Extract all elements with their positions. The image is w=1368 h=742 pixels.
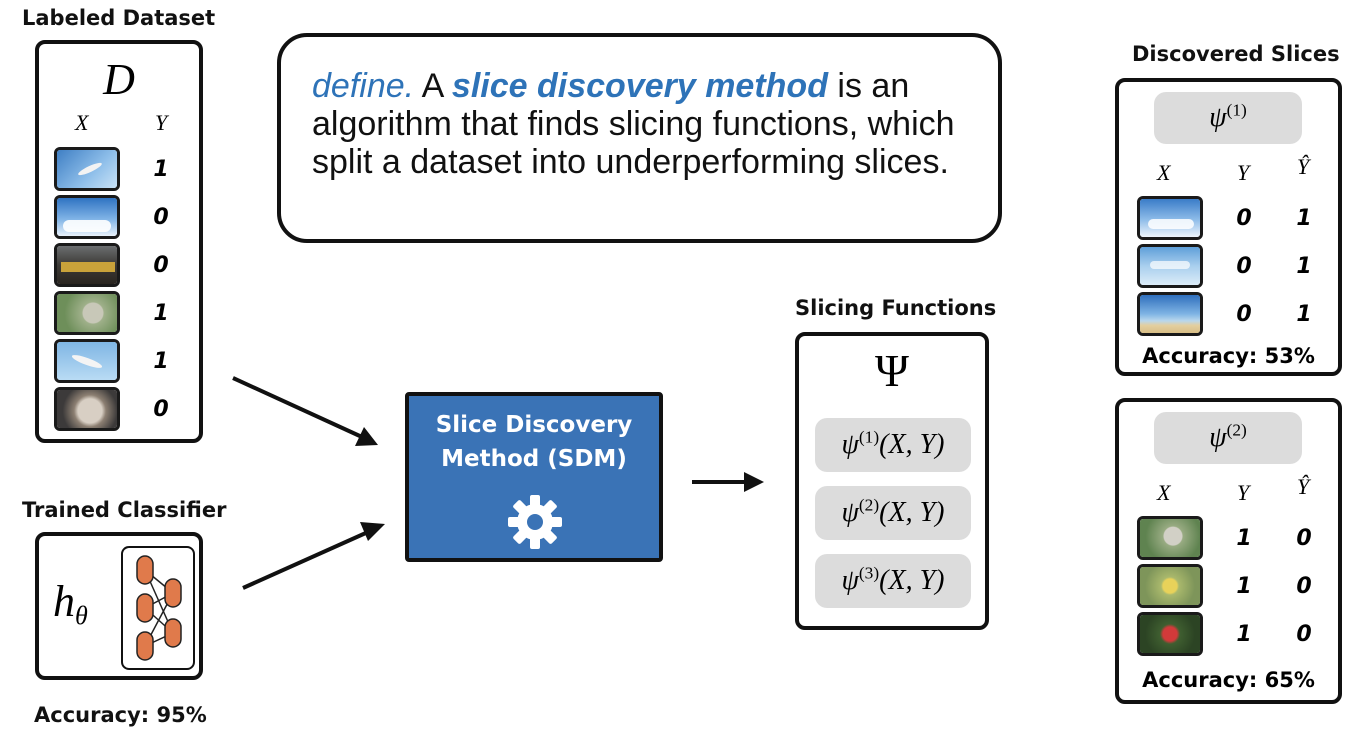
slice1-image-beach xyxy=(1137,292,1203,336)
slice1-image-clouds xyxy=(1137,196,1203,240)
arrow-sdm-to-slicing-functions xyxy=(692,472,764,492)
classifier-symbol-base: h xyxy=(53,577,75,626)
slicing-function-1: ψ(1)(X, Y) xyxy=(815,418,971,472)
slice2-column-x: X xyxy=(1157,480,1171,505)
dataset-image-bird-on-branch xyxy=(54,291,120,335)
slice2-index: (2) xyxy=(1226,420,1247,440)
dataset-label-1: 1 xyxy=(153,157,169,182)
arrow-dataset-to-sdm xyxy=(232,376,378,446)
slicing-function-3: ψ(3)(X, Y) xyxy=(815,554,971,608)
sf1-base: ψ xyxy=(841,429,859,460)
dataset-label-4: 1 xyxy=(153,301,169,326)
dataset-label-3: 0 xyxy=(153,253,169,278)
column-x-label: X xyxy=(75,110,89,135)
slicing-function-2: ψ(2)(X, Y) xyxy=(815,486,971,540)
slice2-row1-y: 1 xyxy=(1236,526,1252,551)
slice2-accuracy: Accuracy: 65% xyxy=(1142,668,1315,692)
classifier-accuracy: Accuracy: 95% xyxy=(34,703,207,727)
classifier-symbol: hθ xyxy=(53,576,88,631)
definition-rest: is an algorithm that finds slicing funct… xyxy=(312,67,955,181)
slice-1-function-label: ψ(1) xyxy=(1154,92,1302,144)
slice1-row2-y: 0 xyxy=(1236,254,1252,279)
dataset-label-5: 1 xyxy=(153,349,169,374)
slicing-functions-heading: Slicing Functions xyxy=(795,296,997,320)
discovered-slice-2-panel: ψ(2) X Y Ŷ 1 0 1 0 1 0 Accuracy: 65% xyxy=(1115,398,1342,704)
definition-text: define. A slice discovery method is an a… xyxy=(312,67,977,181)
slice1-row2-yhat: 1 xyxy=(1296,254,1312,279)
slice-2-function-label: ψ(2) xyxy=(1154,412,1302,464)
labeled-dataset-panel: D X Y 1 0 0 1 1 0 xyxy=(35,40,203,443)
slice2-base: ψ xyxy=(1209,422,1227,453)
slice2-row2-yhat: 0 xyxy=(1296,574,1312,599)
sf3-base: ψ xyxy=(841,565,859,596)
sdm-box: Slice Discovery Method (SDM) xyxy=(405,392,663,562)
slice1-column-yhat: Ŷ xyxy=(1297,154,1310,179)
discovered-slices-heading: Discovered Slices xyxy=(1132,42,1340,66)
slice2-column-yhat: Ŷ xyxy=(1297,474,1310,499)
sdm-title-line2: Method (SDM) xyxy=(441,446,627,472)
arrow-classifier-to-sdm xyxy=(242,522,385,590)
definition-term: slice discovery method xyxy=(451,67,828,105)
classifier-panel: hθ xyxy=(35,532,203,680)
sf2-base: ψ xyxy=(841,497,859,528)
labeled-dataset-heading: Labeled Dataset xyxy=(22,6,216,30)
dataset-image-bird-flying xyxy=(54,339,120,383)
sf1-args: (X, Y) xyxy=(879,429,945,460)
slice1-image-sky xyxy=(1137,244,1203,288)
sf3-index: (3) xyxy=(858,563,880,583)
slice1-index: (1) xyxy=(1226,100,1247,120)
slice1-row3-y: 0 xyxy=(1236,302,1252,327)
slice1-accuracy: Accuracy: 53% xyxy=(1142,344,1315,368)
sf1-index: (1) xyxy=(858,427,880,447)
definition-callout: define. A slice discovery method is an a… xyxy=(277,33,1002,243)
dataset-symbol: D xyxy=(103,55,135,104)
sdm-title-line1: Slice Discovery xyxy=(435,412,633,438)
slice1-column-y: Y xyxy=(1237,160,1250,185)
dataset-image-cat xyxy=(54,387,120,431)
sf3-args: (X, Y) xyxy=(879,565,945,596)
sf2-index: (2) xyxy=(858,495,880,515)
slice1-row1-yhat: 1 xyxy=(1296,206,1312,231)
classifier-symbol-sub: θ xyxy=(75,601,88,630)
definition-prefix: define. xyxy=(312,67,415,105)
dataset-image-bird-in-sky xyxy=(54,147,120,191)
neural-network-icon xyxy=(121,546,195,670)
slicing-functions-symbol: Ψ xyxy=(875,345,909,396)
dataset-image-train xyxy=(54,243,120,287)
slice1-row3-yhat: 1 xyxy=(1296,302,1312,327)
dataset-label-2: 0 xyxy=(153,205,169,230)
slice1-base: ψ xyxy=(1209,102,1227,133)
slice2-row2-y: 1 xyxy=(1236,574,1252,599)
slice2-image-bird-on-branch xyxy=(1137,516,1203,560)
slice1-row1-y: 0 xyxy=(1236,206,1252,231)
definition-pre: A xyxy=(414,67,452,105)
slice2-row3-y: 1 xyxy=(1236,622,1252,647)
column-y-label: Y xyxy=(155,110,168,135)
slice2-row1-yhat: 0 xyxy=(1296,526,1312,551)
discovered-slice-1-panel: ψ(1) X Y Ŷ 0 1 0 1 0 1 Accuracy: 53% xyxy=(1115,78,1342,376)
gear-icon xyxy=(508,495,562,549)
slice1-column-x: X xyxy=(1157,160,1171,185)
dataset-label-6: 0 xyxy=(153,397,169,422)
slice2-row3-yhat: 0 xyxy=(1296,622,1312,647)
sf2-args: (X, Y) xyxy=(879,497,945,528)
slice2-image-yellow-bird xyxy=(1137,564,1203,608)
slice2-column-y: Y xyxy=(1237,480,1250,505)
classifier-heading: Trained Classifier xyxy=(22,498,227,522)
slicing-functions-panel: Ψ ψ(1)(X, Y) ψ(2)(X, Y) ψ(3)(X, Y) xyxy=(795,332,989,630)
dataset-image-clouds xyxy=(54,195,120,239)
slice2-image-red-bird xyxy=(1137,612,1203,656)
